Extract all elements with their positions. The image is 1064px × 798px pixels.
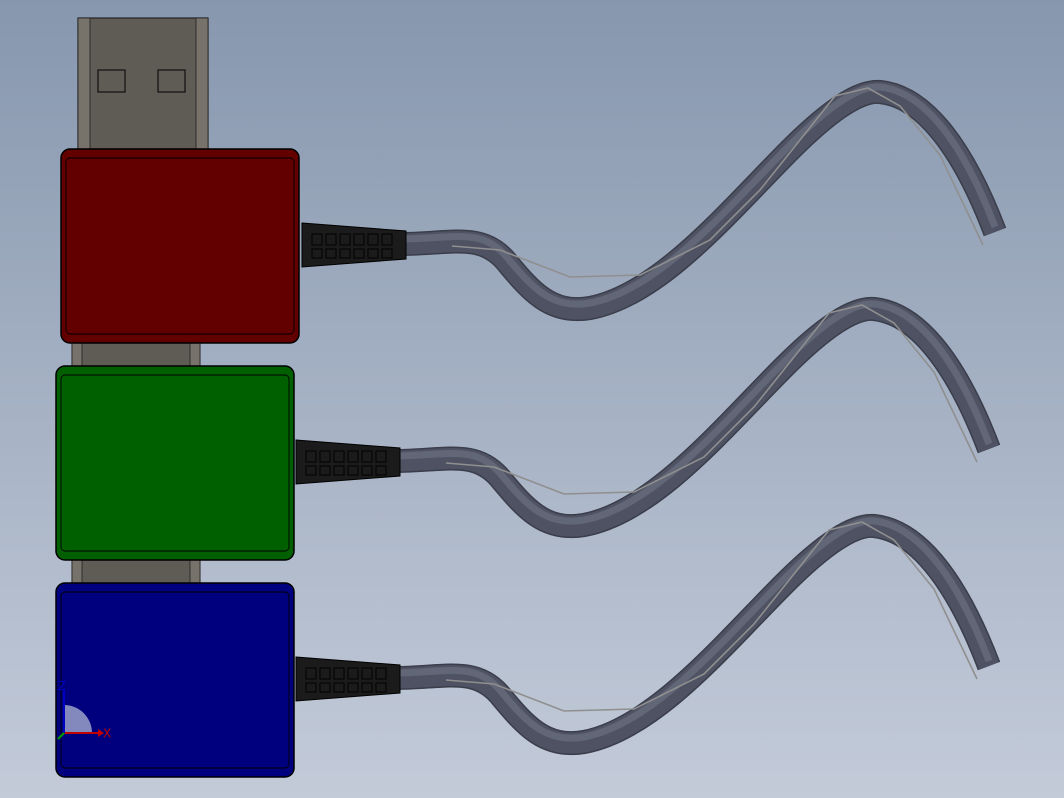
plug-contact-window-left <box>97 69 126 93</box>
plug-contact-window-right <box>157 69 186 93</box>
usb-plug-bottom <box>71 556 201 588</box>
triad-plane-icon <box>64 705 92 733</box>
cable-red[interactable] <box>400 87 995 309</box>
y-axis-arrow <box>57 732 65 740</box>
strain-relief-blue[interactable] <box>295 656 401 702</box>
sketch-line-red <box>451 87 984 278</box>
housing-green[interactable] <box>55 365 295 561</box>
cable-green[interactable] <box>394 304 989 526</box>
x-axis-label: X <box>103 727 111 741</box>
z-axis-label: Z <box>58 679 66 693</box>
sketch-line-blue <box>445 521 978 712</box>
usb-plug-top[interactable] <box>77 17 209 159</box>
housing-blue[interactable] <box>55 582 295 778</box>
cable-blue[interactable] <box>394 521 989 743</box>
sketch-line-green <box>445 304 978 495</box>
x-axis-arrowhead <box>98 729 104 737</box>
housing-red[interactable] <box>60 148 300 344</box>
strain-relief-red[interactable] <box>301 222 407 268</box>
axis-triad[interactable]: X Z <box>57 679 111 741</box>
strain-relief-green[interactable] <box>295 439 401 485</box>
